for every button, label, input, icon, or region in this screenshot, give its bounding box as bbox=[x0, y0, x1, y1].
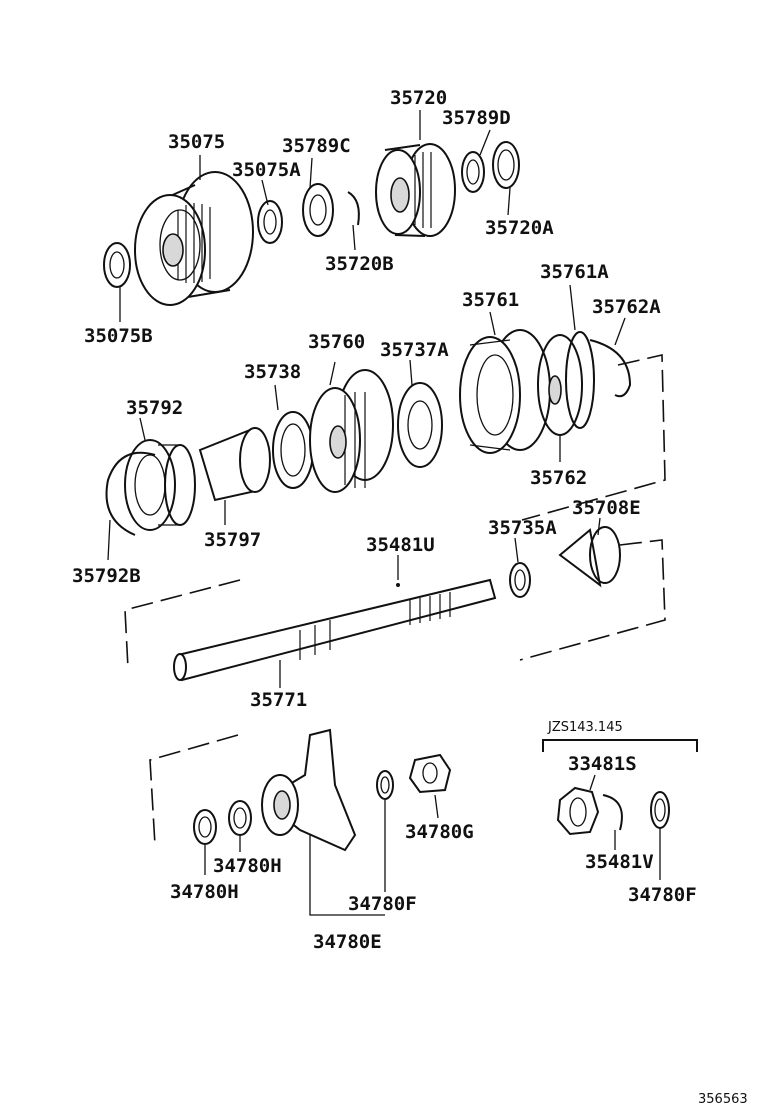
label-35075A: 35075A bbox=[232, 159, 301, 181]
label-35761A: 35761A bbox=[540, 261, 609, 283]
part-34780H-washer-b bbox=[228, 800, 252, 836]
part-35789D-washer bbox=[461, 151, 485, 193]
part-34780F-washer-b bbox=[650, 791, 670, 829]
label-35481U: 35481U bbox=[366, 534, 435, 556]
label-35789C: 35789C bbox=[282, 135, 351, 157]
dashed-bracket-shaft bbox=[124, 539, 666, 669]
part-35761A-gear-ring bbox=[565, 331, 595, 429]
label-34780E: 34780E bbox=[313, 931, 382, 953]
part-35735A-washer bbox=[509, 562, 531, 598]
dashed-bracket-bottom bbox=[149, 734, 239, 846]
part-35792B-snap-ring bbox=[105, 451, 156, 536]
label-35720B: 35720B bbox=[325, 253, 394, 275]
part-35762A-snap-ring bbox=[589, 339, 632, 398]
part-34780E-flange bbox=[261, 728, 357, 852]
part-35737A-plate bbox=[397, 382, 443, 468]
label-35762: 35762 bbox=[530, 467, 588, 489]
part-33481S-gear bbox=[556, 786, 600, 836]
label-35760: 35760 bbox=[308, 331, 366, 353]
label-35075B: 35075B bbox=[84, 325, 153, 347]
part-35720B-snap-ring bbox=[347, 191, 360, 226]
label-33481S: 33481S bbox=[568, 753, 637, 775]
label-34780H-b: 34780H bbox=[170, 881, 239, 903]
model-bracket bbox=[542, 739, 698, 752]
part-35075A-washer bbox=[257, 200, 283, 244]
label-35481V: 35481V bbox=[585, 851, 654, 873]
part-35075-drum bbox=[134, 171, 254, 306]
label-35761: 35761 bbox=[462, 289, 520, 311]
part-35761-ring-gear bbox=[459, 329, 551, 454]
label-35771: 35771 bbox=[250, 689, 308, 711]
label-35708E: 35708E bbox=[572, 497, 641, 519]
label-35735A: 35735A bbox=[488, 517, 557, 539]
part-35797-sun-gear bbox=[198, 427, 271, 502]
part-34780F-washer-a bbox=[376, 770, 394, 800]
leader-lines bbox=[107, 110, 661, 916]
part-35708E-gear bbox=[558, 526, 621, 588]
label-35762A: 35762A bbox=[592, 296, 661, 318]
part-35792-bearing bbox=[124, 439, 196, 531]
part-35720-carrier bbox=[375, 143, 456, 237]
label-35797: 35797 bbox=[204, 529, 262, 551]
label-34780F-b: 34780F bbox=[628, 884, 697, 906]
part-34780H-washer-a bbox=[193, 809, 217, 845]
part-35075B-washer bbox=[103, 242, 131, 288]
figure-code: 356563 bbox=[698, 1092, 748, 1107]
label-35792: 35792 bbox=[126, 397, 184, 419]
part-34780G-nut bbox=[408, 753, 452, 794]
label-35737A: 35737A bbox=[380, 339, 449, 361]
label-35789D: 35789D bbox=[442, 107, 511, 129]
label-34780F-a: 34780F bbox=[348, 893, 417, 915]
part-35789C-plate bbox=[302, 183, 334, 237]
part-35481V-snap-ring bbox=[602, 794, 623, 831]
model-note: JZS143.145 bbox=[548, 720, 623, 735]
part-35760-carrier bbox=[309, 369, 394, 493]
label-34780G: 34780G bbox=[405, 821, 474, 843]
label-35720A: 35720A bbox=[485, 217, 554, 239]
label-35720: 35720 bbox=[390, 87, 448, 109]
part-35771-shaft bbox=[173, 578, 497, 682]
label-35075: 35075 bbox=[168, 131, 226, 153]
label-35738: 35738 bbox=[244, 361, 302, 383]
part-35762-flange bbox=[537, 334, 583, 436]
label-35792B: 35792B bbox=[72, 565, 141, 587]
label-34780H-a: 34780H bbox=[213, 855, 282, 877]
part-35720A-washer bbox=[492, 141, 520, 189]
dashed-bracket-middle bbox=[521, 354, 666, 521]
part-35738-washer bbox=[272, 411, 314, 489]
